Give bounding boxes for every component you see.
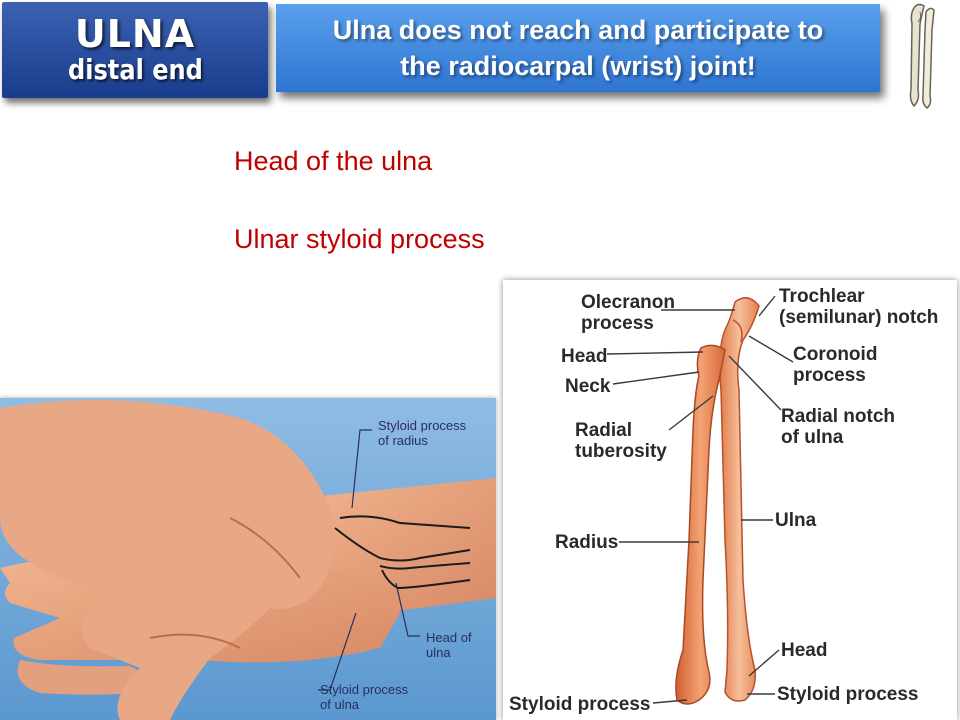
slide-title: ULNA: [74, 12, 196, 56]
label-olecranon-process: Olecranon process: [581, 292, 675, 334]
forearm-bones-diagram: Olecranon process Trochlear (semilunar) …: [503, 280, 957, 720]
ulna-thumbnail-icon: [909, 3, 935, 109]
label-head-ulna: Head: [781, 640, 828, 661]
radius-ulna-illustration: [606, 295, 794, 705]
title-box: ULNA distal end: [2, 2, 268, 98]
label-head-of-ulna: Head of the ulna: [234, 146, 433, 176]
label-ulnar-styloid: Ulnar styloid process: [234, 224, 485, 254]
label-trochlear-notch: Trochlear (semilunar) notch: [779, 286, 939, 328]
label-radius: Radius: [555, 532, 619, 553]
banner-text: Ulna does not reach and participate to t…: [333, 12, 824, 84]
label-radial-notch: Radial notch of ulna: [781, 406, 896, 448]
callout-styloid-radius: Styloid process of radius: [378, 418, 467, 448]
banner-line-2: the radiocarpal (wrist) joint!: [400, 51, 756, 81]
label-neck: Neck: [565, 376, 611, 397]
callout-head-of-ulna: Head of ulna: [426, 630, 472, 660]
label-coronoid-process: Coronoid process: [793, 344, 878, 386]
label-styloid-process-radius: Styloid process: [509, 694, 651, 715]
banner-line-1: Ulna does not reach and participate to: [332, 15, 824, 45]
slide-subtitle: distal end: [67, 53, 203, 86]
wrist-photo-illustration: [0, 398, 496, 720]
label-ulna: Ulna: [775, 510, 817, 531]
wrist-photo: Styloid process of radius Head of ulna S…: [0, 398, 496, 720]
label-styloid-process-ulna: Styloid process: [777, 684, 919, 705]
info-banner: Ulna does not reach and participate to t…: [276, 4, 880, 92]
label-radial-tuberosity: Radial tuberosity: [575, 420, 667, 462]
label-head-radius: Head: [561, 346, 608, 367]
callout-styloid-ulna: Styloid process of ulna: [320, 682, 409, 712]
